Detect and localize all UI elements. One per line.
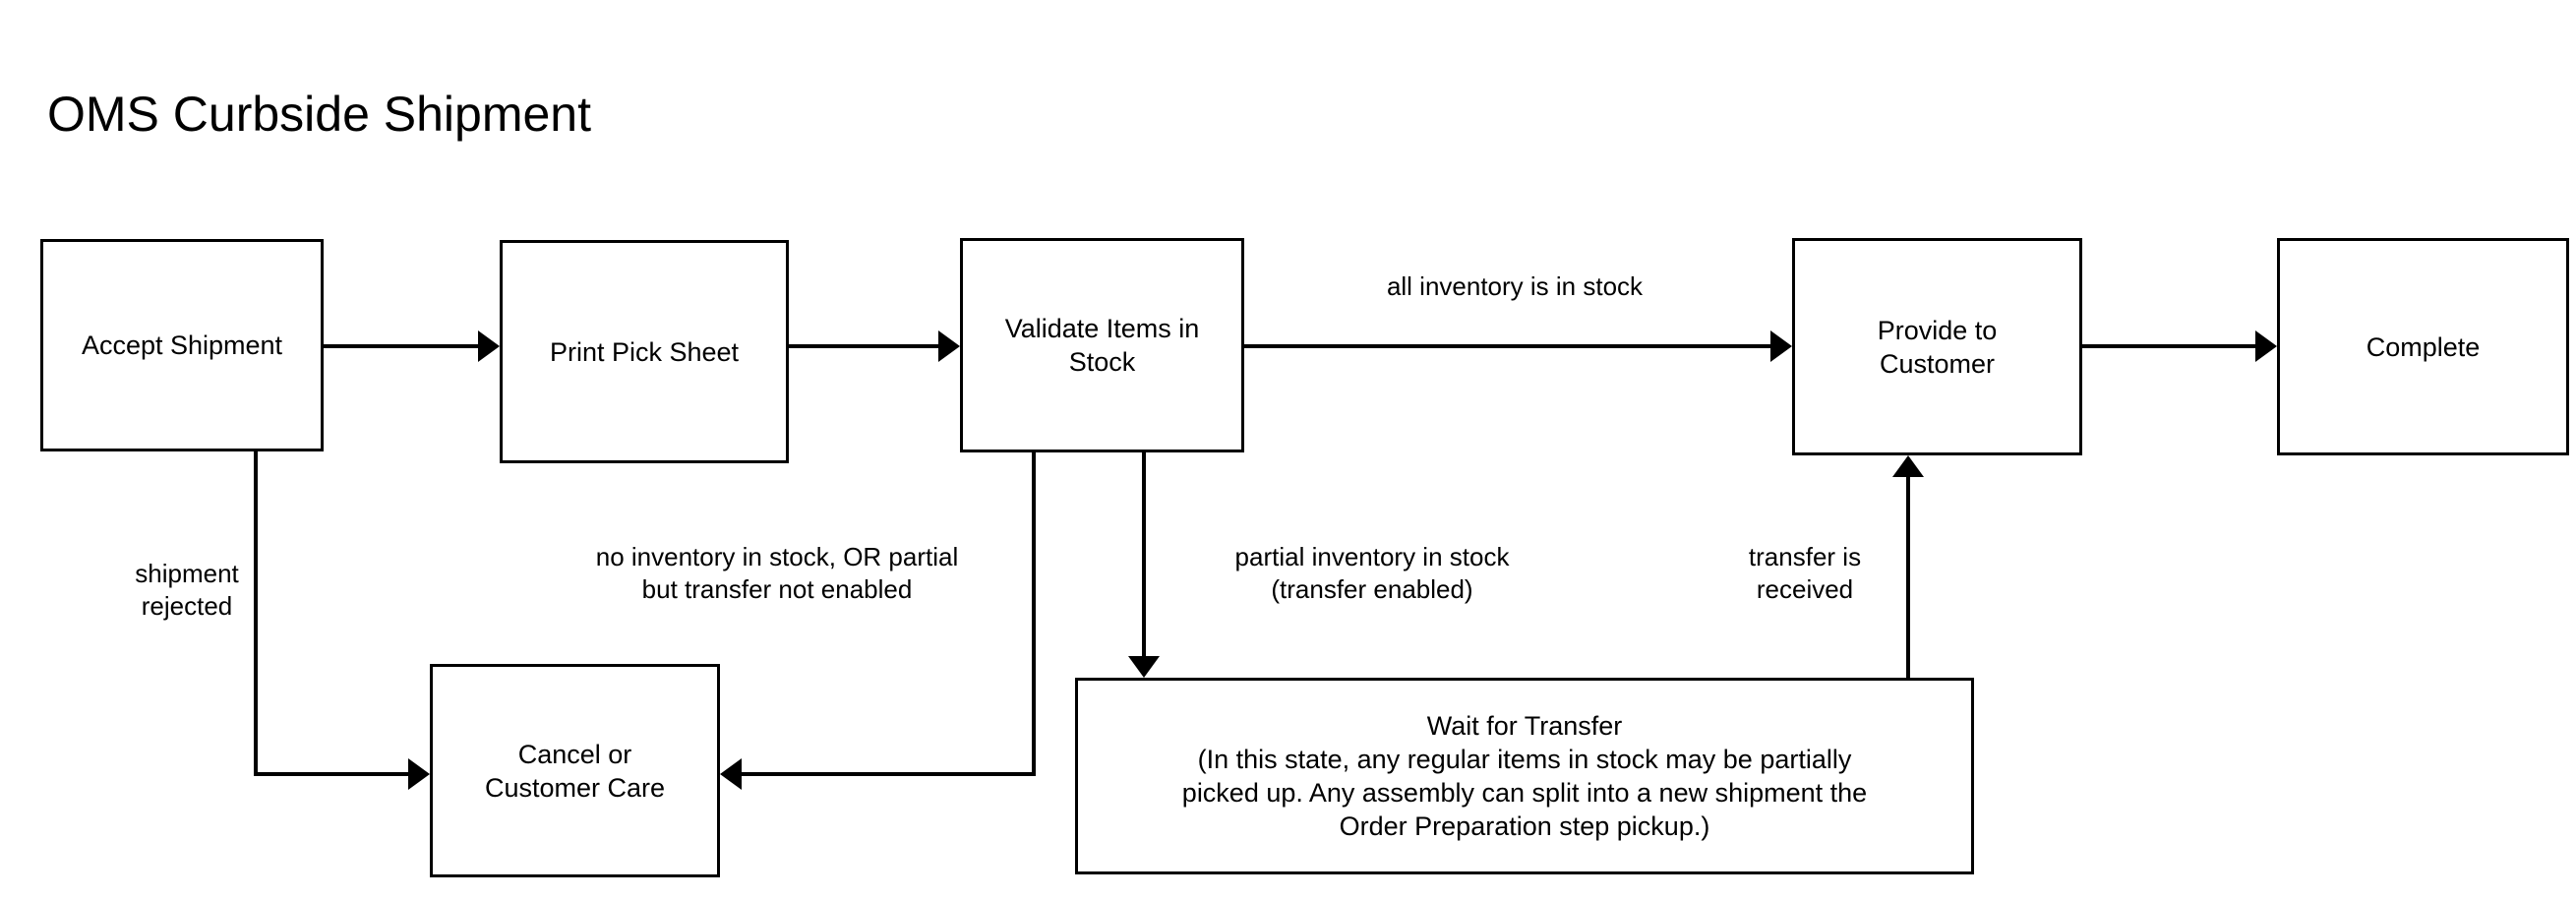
connector-validate-to-wait <box>1128 452 1160 678</box>
node-accept-shipment[interactable]: Accept Shipment <box>40 239 324 451</box>
node-cancel-or-customer-care[interactable]: Cancel or Customer Care <box>430 664 720 877</box>
node-provide-to-customer[interactable]: Provide to Customer <box>1792 238 2082 455</box>
connector-validate-to-cancel <box>720 452 1036 790</box>
edge-label-shipment-rejected: shipment rejected <box>135 559 239 621</box>
node-print-pick-sheet[interactable]: Print Pick Sheet <box>500 240 789 463</box>
connector-validate-to-provide <box>1244 330 1792 362</box>
connector-provide-to-complete <box>2082 330 2277 362</box>
edge-label-transfer-is-received: transfer is received <box>1748 542 1862 604</box>
page-title: OMS Curbside Shipment <box>47 87 592 142</box>
node-wait-for-transfer[interactable]: Wait for Transfer (In this state, any re… <box>1075 678 1974 874</box>
connector-print-to-validate <box>789 330 960 362</box>
edge-label-all-inventory-in-stock: all inventory is in stock <box>1386 271 1644 301</box>
connector-accept-to-print <box>324 330 500 362</box>
edge-label-no-inventory-or-partial: no inventory in stock, OR partial but tr… <box>595 542 959 604</box>
node-validate-items-in-stock[interactable]: Validate Items in Stock <box>960 238 1244 452</box>
edge-label-partial-inventory-transfer-enabled: partial inventory in stock (transfer ena… <box>1234 542 1510 604</box>
node-complete[interactable]: Complete <box>2277 238 2569 455</box>
